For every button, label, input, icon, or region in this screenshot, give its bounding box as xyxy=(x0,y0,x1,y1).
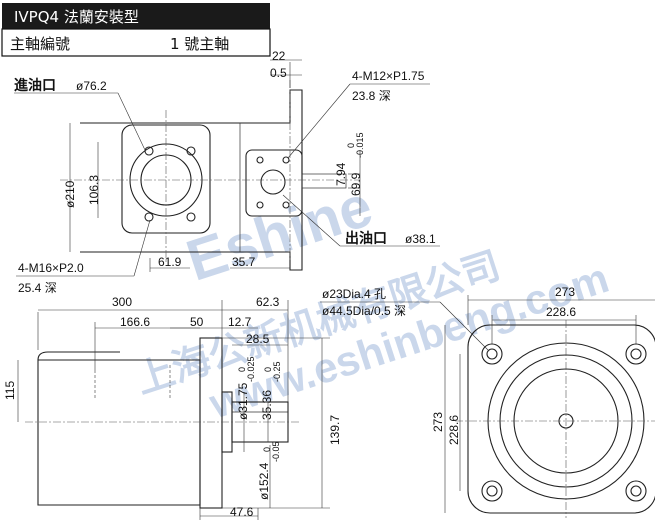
hole-spec-1: ø23Dia.4 孔 xyxy=(322,287,386,301)
header-title: IVPQ4 法蘭安裝型 xyxy=(14,8,139,26)
dim-35-36-upper: 0 xyxy=(263,367,273,372)
dim-228-6-width: 228.6 xyxy=(546,305,576,319)
dim-35-36-lower: -0.25 xyxy=(272,361,282,382)
inlet-bolt-depth: 25.4 深 xyxy=(18,281,57,295)
dim-166-6: 166.6 xyxy=(120,315,150,329)
dim-152-4-lower: -0.05 xyxy=(271,441,281,462)
flange-view: ø23Dia.4 孔 ø44.5Dia/0.5 深 273 228.6 273 … xyxy=(320,285,655,518)
dim-62-3: 62.3 xyxy=(256,295,280,309)
flange-outline xyxy=(467,324,655,514)
header-row-box xyxy=(1,28,271,57)
inlet-label: 進油口 xyxy=(14,77,56,94)
dim-152-4-upper: 0 xyxy=(262,447,272,452)
dim-7-94-upper: 0 xyxy=(346,143,356,148)
shaft-value: 1 號主軸 xyxy=(170,35,229,53)
dim-50: 50 xyxy=(190,315,204,329)
outlet-bore xyxy=(260,169,286,195)
top-view: 22 0.5 進油口 ø76.2 4-M12×P1.75 23.8 深 ø210… xyxy=(14,49,440,295)
inlet-dia: ø76.2 xyxy=(76,79,107,93)
shaft-label: 主軸編號 xyxy=(10,35,70,53)
dim-139-7: 139.7 xyxy=(328,415,342,445)
dim-22: 22 xyxy=(272,49,286,63)
dim-152-4: ø152.4 xyxy=(257,462,271,500)
dim-273-height: 273 xyxy=(431,412,445,432)
outlet-bolt-depth: 23.8 深 xyxy=(352,89,391,103)
outlet-label: 出油口 xyxy=(345,230,387,247)
side-view: 300 62.3 166.6 50 12.7 28.5 115 ø31.75 0… xyxy=(3,295,342,520)
mounting-holes xyxy=(481,343,647,502)
inlet-bolt-spec: 4-M16×P2.0 xyxy=(18,261,84,275)
outlet-dia: ø38.1 xyxy=(405,232,436,246)
header-table: IVPQ4 法蘭安裝型 主軸編號 1 號主軸 xyxy=(1,3,271,57)
dim-106-3: 106.3 xyxy=(87,175,101,205)
hole-spec-2: ø44.5Dia/0.5 深 xyxy=(322,304,406,318)
dim-61-9: 61.9 xyxy=(158,255,182,269)
dim-28-5: 28.5 xyxy=(246,332,270,346)
dim-31-75: ø31.75 xyxy=(236,382,250,420)
header-title-bg xyxy=(2,3,270,29)
dim-12-7: 12.7 xyxy=(228,315,252,329)
dim-7-94-lower: -0.015 xyxy=(355,132,365,158)
dim-300: 300 xyxy=(112,295,132,309)
dim-210: ø210 xyxy=(63,180,77,208)
dim-69-9: 69.9 xyxy=(349,172,363,196)
outlet-bolt-spec: 4-M12×P1.75 xyxy=(352,69,425,83)
dim-115: 115 xyxy=(3,381,17,400)
dim-7-94: 7.94 xyxy=(334,162,348,186)
dim-47-6: 47.6 xyxy=(230,505,254,519)
dim-35-7: 35.7 xyxy=(232,255,256,269)
dim-31-75-lower: -0.025 xyxy=(246,356,256,382)
dim-0-5: 0.5 xyxy=(270,66,287,80)
dim-228-6-height: 228.6 xyxy=(447,415,461,445)
dim-273-width: 273 xyxy=(555,285,575,299)
dim-31-75-upper: 0 xyxy=(237,367,247,372)
dim-35-36: 35.36 xyxy=(260,390,274,420)
